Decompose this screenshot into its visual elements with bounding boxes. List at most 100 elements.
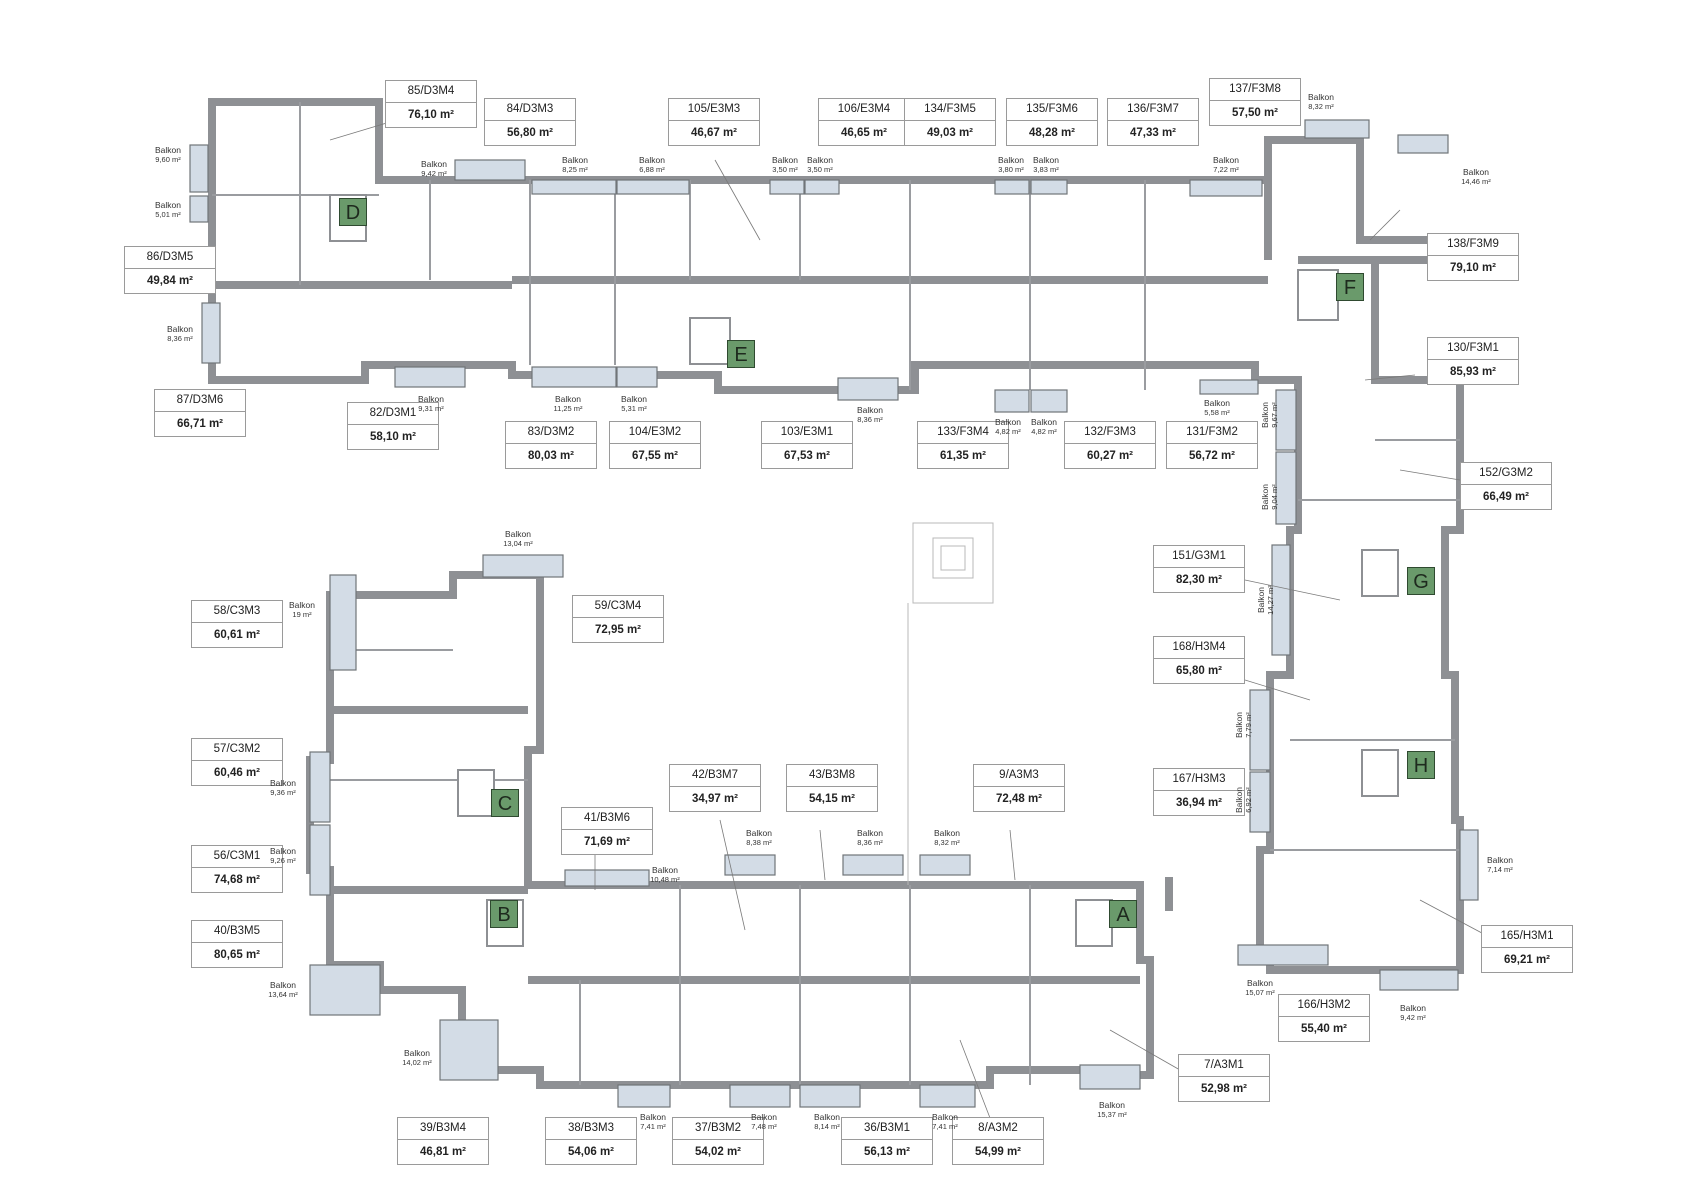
- apartment-id: 133/F3M4: [918, 422, 1008, 444]
- staircase-h[interactable]: H: [1407, 751, 1435, 779]
- balcony-name: Balkon: [751, 1112, 777, 1122]
- apartment-id: 138/F3M9: [1428, 234, 1518, 256]
- apartment-area: 56,80 m²: [506, 127, 554, 139]
- apartment-area: 46,65 m²: [840, 127, 888, 139]
- balcony-name: Balkon: [270, 778, 296, 788]
- apartment-id: 37/B3M2: [673, 1118, 763, 1140]
- balcony-name: Balkon: [555, 394, 581, 404]
- apartment-id: 136/F3M7: [1108, 99, 1198, 121]
- apartment-id: 87/D3M6: [155, 390, 245, 412]
- staircase-b[interactable]: B: [490, 900, 518, 928]
- apartment-area: 80,65 m²: [213, 949, 261, 961]
- apartment-id: 7/A3M1: [1179, 1055, 1269, 1077]
- apartment-area: 79,10 m²: [1449, 262, 1497, 274]
- apartment-id: 106/E3M4: [819, 99, 909, 121]
- balcony-name: Balkon: [270, 846, 296, 856]
- apartment-area: 76,10 m²: [407, 109, 455, 121]
- apartment-id: 84/D3M3: [485, 99, 575, 121]
- balcony-name: Balkon: [505, 529, 531, 539]
- apartment-id: 56/C3M1: [192, 846, 282, 868]
- apartment-id: 167/H3M3: [1154, 769, 1244, 791]
- balcony-name: Balkon: [155, 200, 181, 210]
- apartment-id: 152/G3M2: [1461, 463, 1551, 485]
- balcony-area: 3,80 m²: [998, 165, 1024, 174]
- apartment-label[interactable]: 84/D3M3 56,80 m²: [484, 98, 576, 146]
- apartment-area: 60,61 m²: [213, 629, 261, 641]
- balcony-name: Balkon: [998, 155, 1024, 165]
- balcony-area: 13,04 m²: [503, 539, 533, 548]
- staircase-g[interactable]: G: [1407, 567, 1435, 595]
- apartment-area: 61,35 m²: [939, 450, 987, 462]
- apartment-label[interactable]: 138/F3M9 79,10 m²: [1427, 233, 1519, 281]
- staircase-e[interactable]: E: [727, 340, 755, 368]
- staircase-c[interactable]: C: [491, 789, 519, 817]
- balcony-name: Balkon: [1204, 398, 1230, 408]
- apartment-id: 36/B3M1: [842, 1118, 932, 1140]
- apartment-area: 49,84 m²: [146, 275, 194, 287]
- balcony-area: 14,46 m²: [1461, 177, 1491, 186]
- apartment-area: 58,10 m²: [369, 431, 417, 443]
- interior-partitions: [212, 102, 1460, 1085]
- balcony-name: Balkon: [418, 394, 444, 404]
- apartment-id: 135/F3M6: [1007, 99, 1097, 121]
- apartment-label[interactable]: 106/E3M4 46,65 m²: [818, 98, 910, 146]
- apartment-label[interactable]: 133/F3M4 61,35 m²: [917, 421, 1009, 469]
- staircase-a[interactable]: A: [1109, 900, 1137, 928]
- apartment-id: 105/E3M3: [669, 99, 759, 121]
- balcony-area: 6,88 m²: [639, 165, 665, 174]
- staircase-d[interactable]: D: [339, 198, 367, 226]
- balcony-name: Balkon: [1099, 1100, 1125, 1110]
- staircase-f[interactable]: F: [1336, 273, 1364, 301]
- balcony-name: Balkon: [1463, 167, 1489, 177]
- balcony-area: 10,48 m²: [650, 875, 680, 884]
- apartment-id: 151/G3M1: [1154, 546, 1244, 568]
- balcony-area: 5,58 m²: [1204, 408, 1230, 417]
